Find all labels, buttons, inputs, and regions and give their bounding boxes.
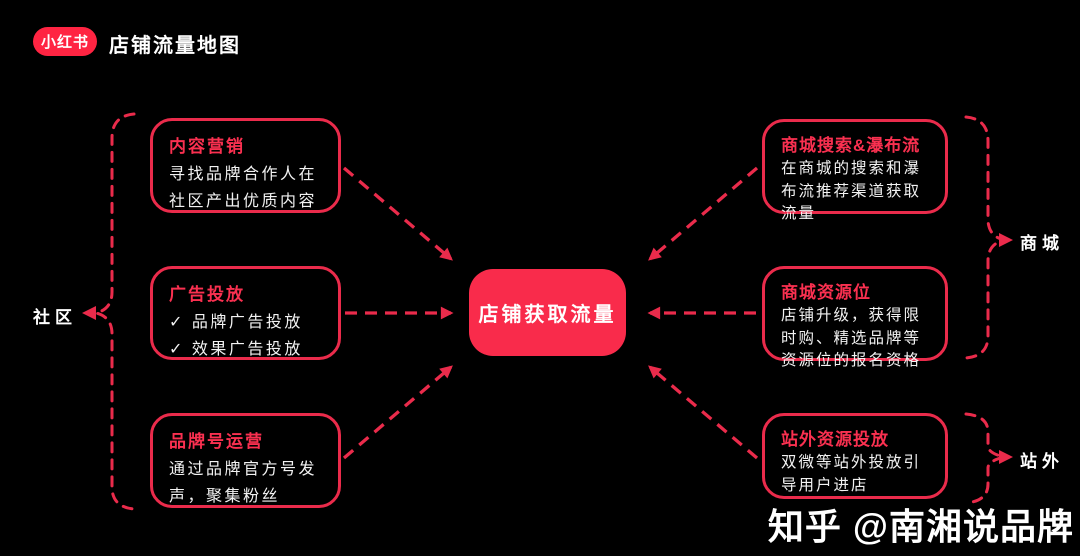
node-content-marketing: 内容营销 寻找品牌合作人在 社区产出优质内容 [150, 118, 341, 213]
node-mall-resource: 商城资源位 店铺升级，获得限 时购、精选品牌等 资源位的报名资格 [762, 266, 948, 369]
center-node-label: 店铺获取流量 [478, 304, 617, 326]
page-title: 店铺流量地图 [109, 35, 241, 57]
group-label-offsite: 站外 [1020, 452, 1064, 471]
node-brand-account: 品牌号运营 通过品牌官方号发 声，聚集粉丝 [150, 413, 341, 508]
node-text-line: 声，聚集粉丝 [169, 488, 281, 505]
node-ad-placement: 广告投放 ✓ 品牌广告投放 ✓ 效果广告投放 [150, 266, 341, 360]
brace-tip-arrow-offsite [999, 450, 1013, 464]
node-title: 商城资源位 [781, 283, 871, 302]
node-text-line: 资源位的报名资格 [781, 352, 922, 369]
node-text-line: 寻找品牌合作人在 [169, 166, 318, 183]
node-center-store-traffic: 店铺获取流量 [469, 269, 626, 356]
node-text-line: 布流推荐渠道获取 [781, 182, 922, 200]
brace-offsite [964, 412, 1005, 505]
node-text-line: 在商城的搜索和瀑 [781, 160, 922, 177]
node-mall-search: 商城搜索&瀑布流 在商城的搜索和瀑 布流推荐渠道获取 流量 [762, 119, 948, 222]
xiaohongshu-logo-text: 小红书 [40, 34, 89, 51]
node-text-line: ✓ 效果广告投放 [169, 341, 303, 358]
node-title: 品牌号运营 [169, 432, 264, 451]
arrow-content-marketing-to-center [342, 166, 453, 261]
arrow-mall-search-to-center [648, 166, 759, 261]
node-text-line: ✓ 品牌广告投放 [169, 314, 303, 331]
brace-mall [964, 115, 1005, 360]
node-title: 广告投放 [169, 285, 245, 304]
brace-tip-arrow-mall [999, 233, 1013, 247]
arrow-offsite-to-center [648, 365, 759, 460]
arrow-brand-account-to-center [342, 365, 453, 460]
node-text-line: 流量 [781, 205, 817, 222]
node-text-line: 店铺升级，获得限 [781, 307, 922, 324]
node-text-line: 社区产出优质内容 [169, 193, 318, 210]
group-label-community: 社区 [33, 308, 77, 327]
node-title: 站外资源投放 [781, 430, 889, 449]
xiaohongshu-logo: 小红书 [33, 27, 97, 56]
node-offsite: 站外资源投放 双微等站外投放引 导用户进店 [762, 413, 948, 499]
node-title: 内容营销 [169, 137, 245, 156]
node-text-line: 导用户进店 [781, 476, 869, 494]
group-label-mall: 商城 [1020, 234, 1064, 253]
node-title: 商城搜索&瀑布流 [781, 136, 921, 155]
node-text-line: 双微等站外投放引 [781, 454, 922, 471]
node-text-line: 通过品牌官方号发 [169, 461, 318, 478]
zhihu-watermark: 知乎 @南湘说品牌 [767, 506, 1074, 547]
brace-community [95, 112, 136, 511]
node-text-line: 时购、精选品牌等 [781, 329, 922, 347]
brace-tip-arrow-community [82, 306, 96, 320]
